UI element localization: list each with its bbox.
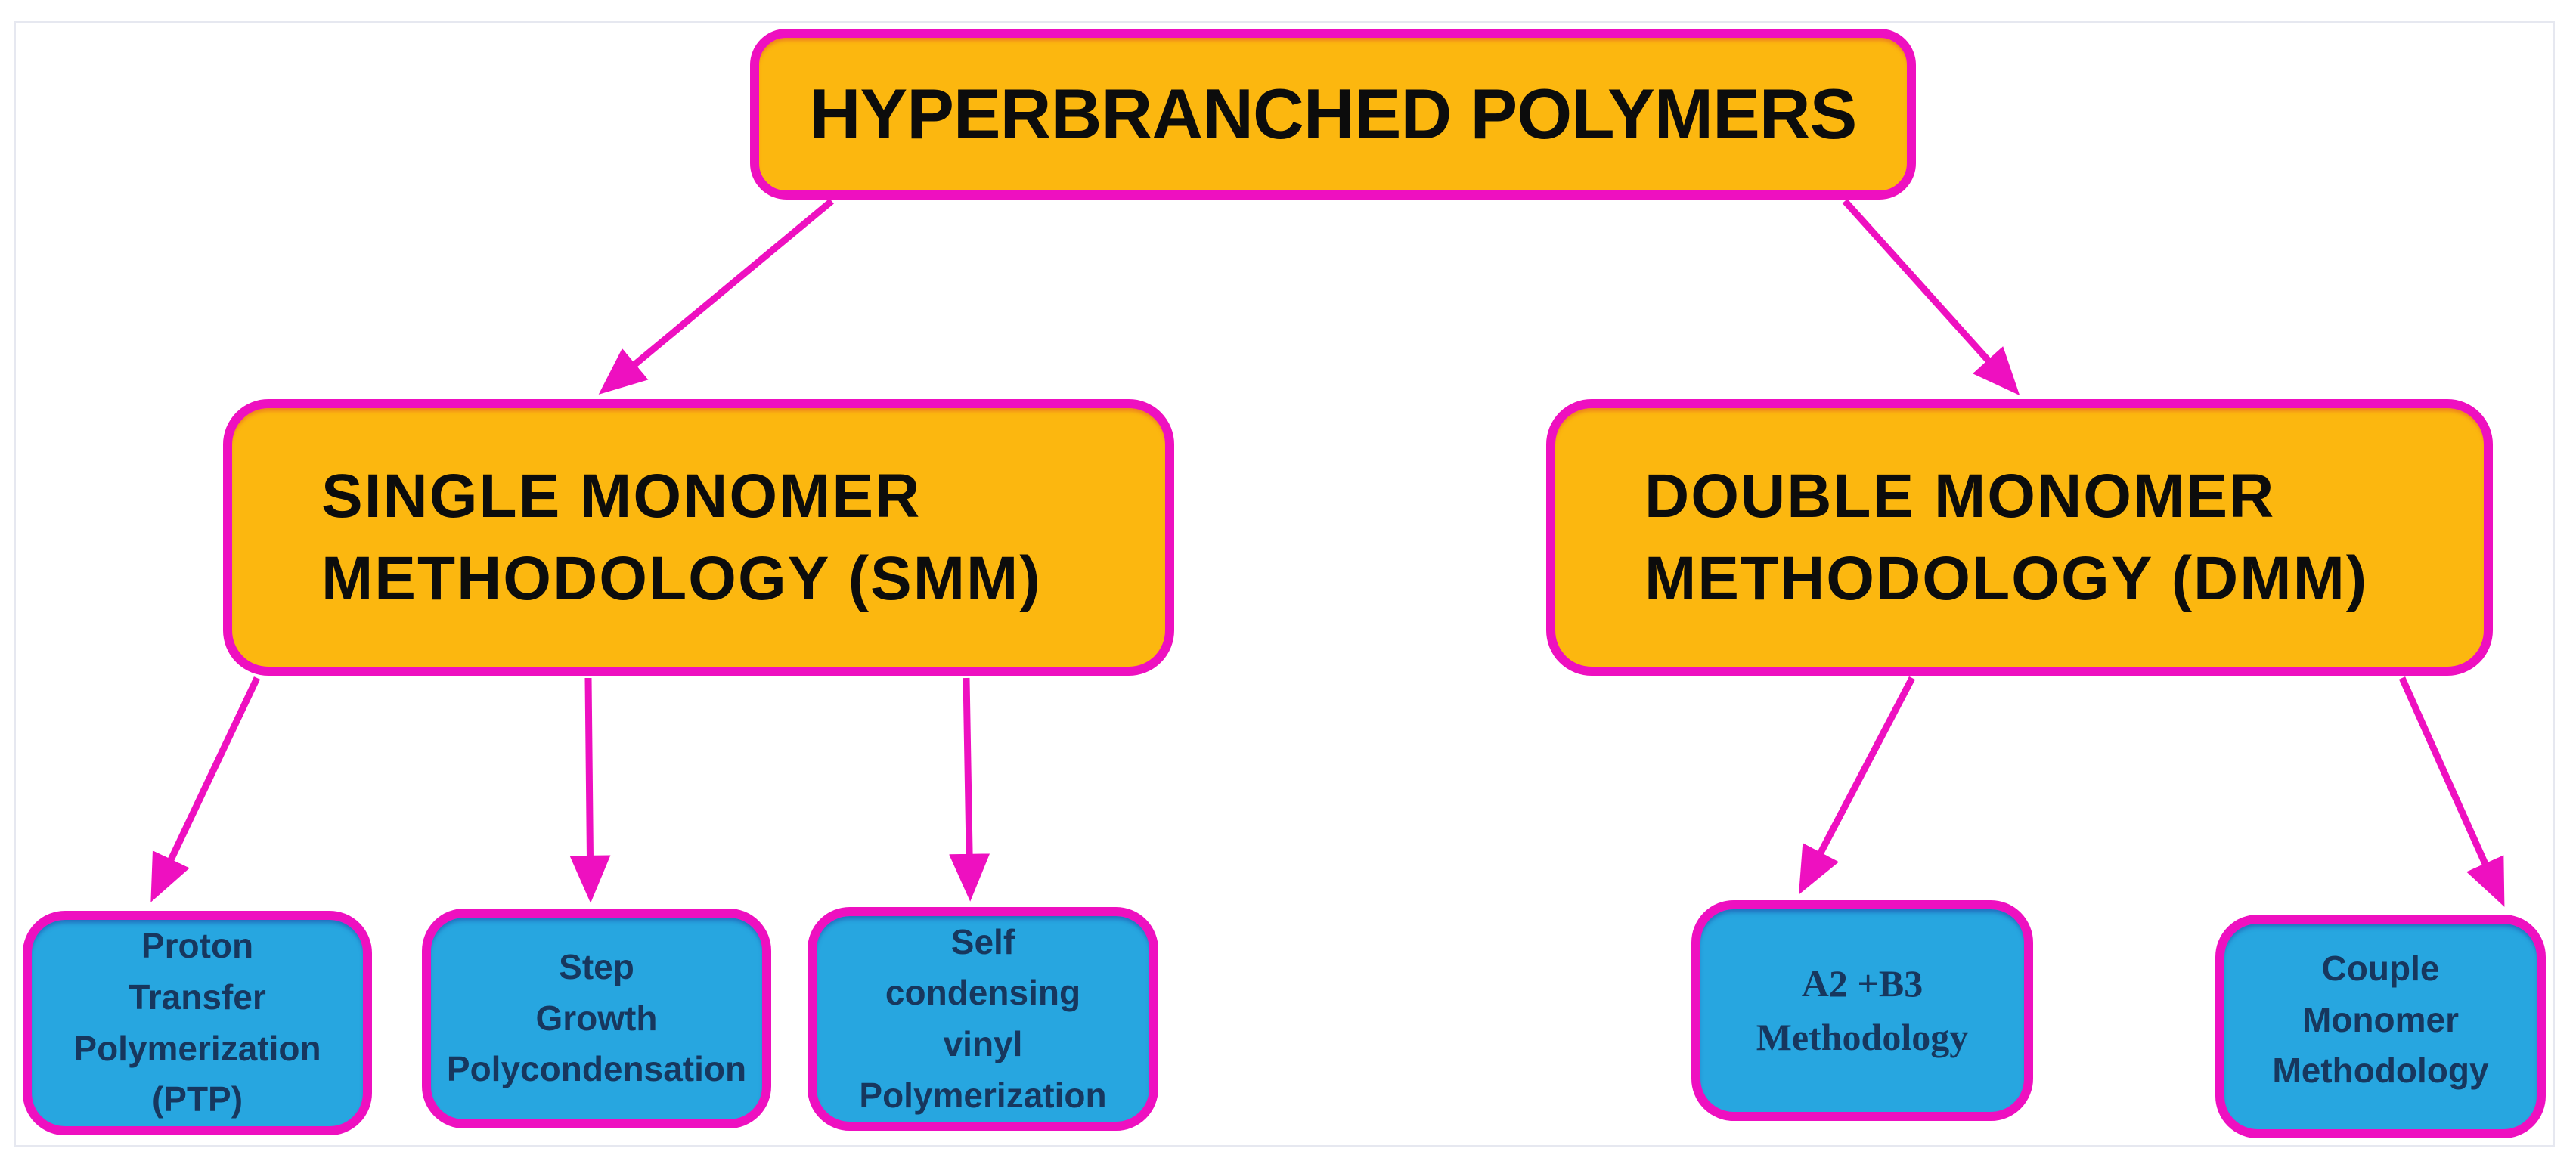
node-proton-transfer-polymerization: Proton Transfer Polymerization (PTP) <box>23 911 372 1135</box>
node-hyperbranched-polymers: HYPERBRANCHED POLYMERS <box>750 29 1916 200</box>
node-label: SINGLE MONOMER METHODOLOGY (SMM) <box>321 461 1042 613</box>
arrow-dmm-to-cmm <box>2398 676 2505 907</box>
arrow-smm-to-scvp <box>949 677 990 902</box>
node-label: A2 +B3 Methodology <box>1756 962 1969 1058</box>
node-label: Self condensing vinyl Polymerization <box>859 921 1107 1115</box>
arrow-smm-to-ptp <box>150 676 261 902</box>
node-couple-monomer-methodology: Couple Monomer Methodology <box>2215 915 2546 1138</box>
arrow-smm-to-sgp <box>569 677 611 903</box>
node-single-monomer-methodology: SINGLE MONOMER METHODOLOGY (SMM) <box>223 399 1174 676</box>
node-label: Proton Transfer Polymerization (PTP) <box>73 926 321 1119</box>
arrow-root-to-dmm <box>1842 198 2020 396</box>
arrow-root-to-smm <box>598 198 834 395</box>
node-label: DOUBLE MONOMER METHODOLOGY (DMM) <box>1644 461 2369 613</box>
node-step-growth-polycondensation: Step Growth Polycondensation <box>422 909 771 1128</box>
node-label: HYPERBRANCHED POLYMERS <box>809 74 1858 153</box>
node-label: Couple Monomer Methodology <box>2272 949 2489 1091</box>
node-double-monomer-methodology: DOUBLE MONOMER METHODOLOGY (DMM) <box>1546 399 2493 676</box>
node-a2-b3-methodology: A2 +B3 Methodology <box>1691 900 2033 1121</box>
node-label: Step Growth Polycondensation <box>446 947 747 1089</box>
node-self-condensing-vinyl-polymerization: Self condensing vinyl Polymerization <box>808 907 1158 1131</box>
arrow-dmm-to-a2b3 <box>1798 676 1915 895</box>
